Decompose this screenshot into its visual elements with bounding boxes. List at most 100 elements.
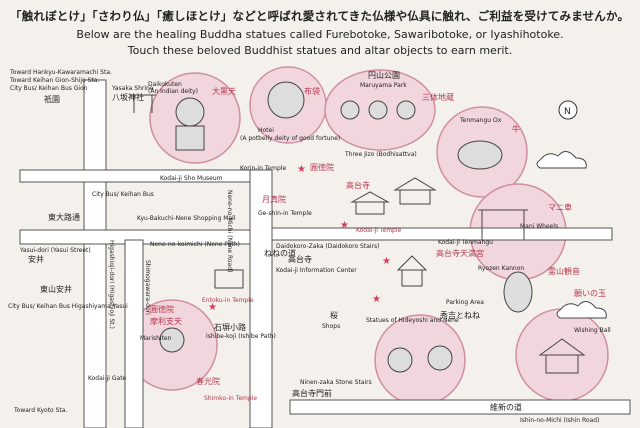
label-yasui-jp: 安井: [28, 254, 44, 264]
label-wishing-jp: 願いの玉: [574, 289, 606, 298]
label-daikokuten-jp: 大黒天: [212, 86, 236, 96]
label-maruyama-jp: 円山公園: [368, 70, 400, 80]
label-yasaka-jp: 八坂神社: [112, 92, 144, 102]
label-hotei-jp: 布袋: [304, 86, 320, 96]
label-gion-jp: 祇園: [44, 94, 60, 104]
temple-icons: [130, 94, 586, 374]
temple-icon: [350, 191, 390, 215]
label-entoku-jp: 圓徳院: [150, 304, 174, 314]
jizo-statue: [368, 100, 388, 120]
label-wishing-ball: Wishing Ball: [574, 327, 611, 334]
label-three-jizo: Three Jizo (Bodhisattva): [344, 151, 417, 158]
jizo-statue: [340, 100, 360, 120]
label-geshin-in: Ge-shin-in Temple: [258, 210, 312, 217]
label-city-bus-keihan: City Bus/ Keihan Bus: [92, 191, 154, 198]
map-canvas: ★ ★ ★ ★ ★ N Toward Hankyu-Kawaramachi St…: [8, 66, 631, 428]
label-yasaka-shrine: Yasaka Shrine: [111, 85, 154, 92]
torii-icon: [478, 209, 528, 240]
hideyoshi-statue: [427, 345, 453, 371]
label-ninen-stairs: Ninen-zaka Stone Stairs: [300, 379, 372, 386]
label-maruyama-park: Maruyama Park: [360, 82, 407, 89]
torii-icon: [130, 94, 156, 113]
label-shops: Shops: [322, 323, 340, 330]
star-icon: ★: [372, 294, 381, 305]
daikokuten-base: [175, 125, 205, 151]
label-hotei-sub: (A potbelly deity of good fortune): [240, 135, 340, 142]
label-shimko-in: Shimko-in Temple: [204, 395, 257, 402]
label-ryozen: Ryozen Kannon: [478, 265, 524, 272]
label-toward-hankyu: Toward Hankyu-Kawaramachi Sta.: [9, 69, 112, 76]
label-korin-in: Korin-in Temple: [240, 165, 286, 172]
star-icon: ★: [340, 220, 349, 231]
label-daikokuten: Daikokuten: [148, 81, 182, 88]
label-shimogawara: Shimogawara-dori: [144, 260, 151, 315]
label-ishin-jp: 維新の道: [490, 402, 522, 412]
cloud-icon: [556, 301, 607, 319]
label-yasui-road: Yasui-dori (Yasui Street): [19, 247, 91, 254]
label-hotei: Hotei: [258, 127, 274, 134]
label-higashiyama-jp: 東山安井: [40, 284, 72, 294]
title-japanese: 「触れぼとけ」「さわり仏」「癒しほとけ」などと呼ばれ愛されてきた仏様や仏具に触れ…: [10, 9, 630, 23]
building-icon: [214, 269, 244, 289]
star-icon: ★: [208, 302, 217, 313]
label-ox-jp: 牛: [512, 124, 520, 134]
label-kodaiji-jp: 高台寺: [346, 180, 370, 190]
label-kodaiji-tenmangu-jp: 高台寺天満宮: [436, 248, 484, 258]
pagoda-icon: [396, 255, 428, 287]
ox-statue: [457, 140, 503, 170]
label-hideyoshi-jp: 秀吉とねね: [440, 310, 480, 320]
compass-icon: [558, 100, 578, 120]
marishiten-statue: [159, 327, 185, 353]
label-mani-wheels: Mani Wheels: [520, 223, 558, 230]
nene-road: [249, 169, 273, 428]
compass: N: [558, 100, 578, 120]
ryozen-statue: [503, 271, 533, 313]
label-daikokuten-sub: (An Indian deity): [148, 88, 198, 95]
ishin-road: [289, 399, 631, 415]
jizo-statue: [396, 100, 416, 120]
label-parking: Parking Area: [446, 299, 484, 306]
label-toward-keihan: Toward Keihan Gion-Shijo Sta.: [9, 77, 99, 84]
label-mani-jp: マニ車: [548, 202, 572, 212]
label-kodaiji-gate-jp: 高台寺門前: [292, 388, 332, 398]
label-sakura-jp: 桜: [330, 310, 338, 320]
label-higashioji-jp: 東大路通: [48, 212, 80, 222]
daikokuten-statue: [175, 97, 205, 127]
label-kodaiji-gate: Kodai-ji Gate: [88, 375, 127, 382]
temple-icon: [393, 177, 437, 205]
label-statues: Statues of Hideyoshi and Nene: [366, 317, 459, 324]
label-tenmangu-ox: Tenmangu Ox: [459, 117, 502, 124]
label-kodaiji-temple: Kodai-ji Temple: [356, 227, 402, 234]
label-marishiten: Marishiten: [140, 335, 172, 342]
nene-statue: [387, 347, 413, 373]
statue-figures: [159, 81, 533, 373]
label-nene-jp: ねねの道: [264, 248, 296, 258]
gion-road: [19, 169, 251, 183]
label-kodaiji-jp2: 高台寺: [288, 254, 312, 264]
label-ishin-road: Ishin-no-Michi (Ishin Road): [520, 417, 599, 424]
label-shimko-jp: 春光院: [196, 376, 220, 386]
label-city-bus-gion: City Bus/ Keihan Bus Gion: [10, 85, 88, 92]
subtitle-english-2: Touch these beloved Buddhist statues and…: [127, 44, 513, 57]
star-icon: ★: [297, 164, 306, 175]
highlight-areas: [126, 66, 609, 406]
shrine-icon: [538, 338, 586, 374]
label-kodaiji-museum: Kodai-ji Sho Museum: [160, 175, 223, 182]
subtitle-english-1: Below are the healing Buddha statues cal…: [76, 28, 564, 41]
label-higashioji-road: Higashioji-dori (Higashioji St.): [108, 240, 115, 329]
roads: [19, 79, 631, 428]
label-entoku-in: Entoku-in Temple: [202, 297, 254, 304]
label-kodaiji-tenmangu: Kodai-ji Tenmangu: [438, 239, 493, 246]
hotei-statue: [267, 81, 305, 119]
label-ishibe: Ishibe-koji (Ishibe Path): [206, 333, 276, 340]
label-city-bus-higashiyama: City Bus/ Keihan Bus Higashiyama Yasui: [8, 303, 128, 310]
label-ishibe-jp: 石塀小路: [214, 322, 246, 332]
compass-north: N: [564, 107, 571, 117]
label-daidokoro: Daidokoro-Zaka (Daidokoro Stairs): [276, 243, 379, 250]
header: 「触れぼとけ」「さわり仏」「癒しほとけ」などと呼ばれ愛されてきた仏様や仏具に触れ…: [0, 0, 640, 62]
merit-stars: ★ ★ ★ ★ ★: [208, 164, 391, 313]
label-toward-kyoto: Toward Kyoto Sta.: [13, 407, 67, 414]
higashioji-road: [83, 79, 107, 428]
star-icon: ★: [382, 256, 391, 267]
label-nene-road: Nene-no-Michi (Nene Road): [226, 190, 233, 272]
